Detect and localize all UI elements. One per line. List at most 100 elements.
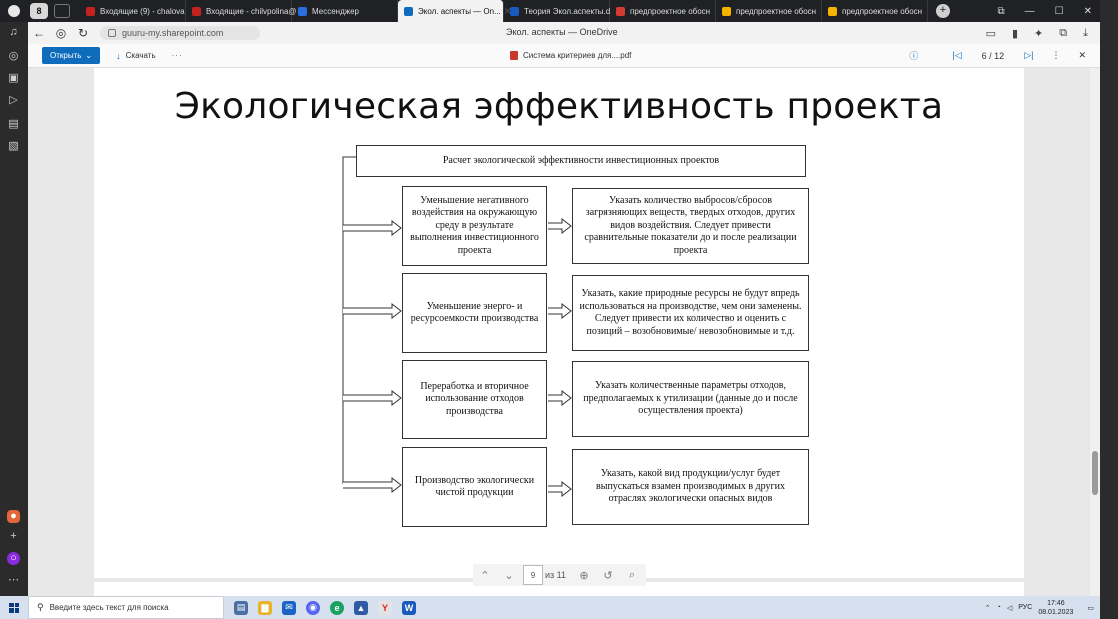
clock[interactable]: 17:46 08.01.2023 [1038, 599, 1073, 617]
tab-favicon-icon [828, 6, 837, 16]
pdf-page-nav: ⌃ ⌄ 9 из 11 ⊕ ↺ ⌕ [473, 564, 646, 586]
last-page-icon[interactable]: ▷| [1024, 50, 1034, 60]
page-down-icon[interactable]: ⌄ [504, 569, 514, 582]
network-icon[interactable]: ◔ [996, 604, 1001, 611]
extensions-icon[interactable]: ✦ [1034, 27, 1044, 40]
download-button[interactable]: ↓ Скачать [116, 51, 156, 61]
browser-tab-4[interactable]: Экол. аспекты — On...✕ [398, 0, 511, 22]
search-icon: ⚲ [37, 602, 44, 612]
browser-tab-1[interactable]: Входящие (9) - chalova [80, 0, 186, 22]
criterion-box-1: Уменьшение негативного воздействия на ок… [402, 186, 547, 266]
page-number-input[interactable]: 9 [523, 565, 543, 585]
close-viewer-button[interactable]: ✕ [1078, 50, 1086, 60]
play-icon[interactable]: ▷ [9, 94, 18, 106]
edge-icon[interactable]: e [330, 600, 344, 615]
guidance-box-1: Указать количество выбросов/сбросов загр… [572, 188, 809, 264]
browser-tab-5[interactable]: Теория Экол.аспекты.d [504, 0, 610, 22]
browser-tab-6[interactable]: предпроектное обосн [610, 0, 716, 22]
bell-icon[interactable]: ♫ [9, 26, 18, 38]
tab-favicon-icon [298, 6, 307, 16]
address-bar: ← ◎ ↻ guuru-my.sharepoint.com Экол. аспе… [28, 22, 1100, 44]
tab-counter[interactable]: 8 [30, 3, 48, 19]
tray-chevron-icon[interactable]: ⌃ [984, 604, 991, 612]
back-button[interactable]: ← [33, 26, 45, 40]
language-indicator[interactable]: РУС [1018, 604, 1033, 611]
scrollbar[interactable] [1090, 68, 1100, 596]
refresh-button[interactable]: ↻ [77, 26, 89, 40]
app-icon[interactable]: ● [7, 510, 20, 523]
first-page-icon[interactable]: |◁ [952, 50, 962, 60]
collections-icon[interactable]: ⧉ [997, 5, 1005, 17]
bookmark-icon[interactable]: ▮ [1011, 27, 1019, 40]
tab-title: предпроектное обосн [630, 6, 711, 16]
page-title: Экол. аспекты — OneDrive [506, 27, 618, 37]
maximize-button[interactable]: ☐ [1054, 5, 1064, 17]
guidance-box-2: Указать, какие природные ресурсы не буду… [572, 275, 809, 351]
slide-title: Экологическая эффективность проекта [174, 86, 944, 127]
notifications-icon[interactable]: ▭ [1087, 604, 1094, 612]
mail-icon[interactable]: ✉ [282, 600, 296, 615]
tab-favicon-icon [192, 6, 201, 16]
share-icon[interactable]: ⧉ [1059, 26, 1068, 39]
lock-icon [108, 29, 116, 37]
browser-tab-7[interactable]: предпроектное обосн [716, 0, 822, 22]
download-icon[interactable]: ⤓ [1083, 26, 1088, 39]
search-icon[interactable]: ⌕ [628, 568, 636, 581]
close-tab-icon[interactable]: ✕ [503, 5, 512, 16]
clipboard-icon[interactable]: ▤ [8, 118, 19, 130]
volume-icon[interactable]: ◁ [1006, 604, 1013, 612]
file-explorer-icon[interactable]: ▆ [258, 600, 272, 615]
close-window-button[interactable]: ✕ [1083, 5, 1092, 17]
browser-tab-3[interactable]: Мессенджер [292, 0, 398, 22]
page-up-icon[interactable]: ⌃ [480, 569, 490, 582]
diagram-header-box: Расчет экологической эффективности инвес… [356, 145, 806, 177]
guidance-box-4: Указать, какой вид продукции/услуг будет… [572, 449, 809, 525]
tab-title: предпроектное обосн [842, 6, 923, 16]
open-label: Открыть [50, 51, 82, 60]
tab-actions-icon[interactable] [54, 4, 70, 18]
chat-icon[interactable]: ◎ [8, 50, 19, 62]
download-label: Скачать [125, 51, 156, 60]
taskbar-search-placeholder: Введите здесь текст для поиска [49, 603, 169, 612]
tab-title: предпроектное обосн [736, 6, 817, 16]
windows-taskbar: ⚲ Введите здесь текст для поиска ▤ ▆ ✉ ◉… [0, 596, 1100, 619]
reader-icon[interactable]: ◎ [55, 26, 67, 40]
info-icon[interactable]: ⓘ [909, 51, 919, 61]
scrollbar-thumb[interactable] [1092, 451, 1098, 495]
windows-logo-icon [9, 602, 19, 613]
alice-icon[interactable]: ○ [7, 552, 20, 565]
more-icon[interactable]: ⋯ [8, 574, 19, 586]
new-tab-button[interactable]: + [936, 4, 950, 18]
tab-title: Входящие (9) - chalova [100, 6, 185, 16]
rotate-icon[interactable]: ↺ [603, 569, 613, 582]
tab-favicon-icon [86, 6, 95, 16]
guidance-box-3: Указать количественные параметры отходов… [572, 361, 809, 437]
browser-tab-8[interactable]: предпроектное обосн [822, 0, 928, 22]
download-arrow-icon: ↓ [116, 50, 121, 61]
word-icon[interactable]: W [402, 600, 416, 615]
yandex-browser-icon[interactable]: Y [378, 600, 392, 615]
add-icon[interactable]: + [10, 530, 17, 542]
tab-favicon-icon [404, 6, 413, 16]
start-button[interactable] [0, 596, 28, 619]
profile-icon[interactable] [0, 0, 28, 22]
reader-mode-icon[interactable]: ▭ [985, 27, 996, 40]
task-view-icon[interactable]: ▤ [234, 600, 248, 615]
overflow-icon[interactable]: ⋮ [1051, 50, 1061, 60]
gallery-icon[interactable]: ▧ [8, 140, 19, 152]
pdf-icon [510, 51, 518, 60]
zoom-in-icon[interactable]: ⊕ [579, 569, 589, 582]
clock-time: 17:46 [1047, 599, 1065, 607]
wallet-icon[interactable]: ▣ [8, 72, 19, 84]
taskbar-search[interactable]: ⚲ Введите здесь текст для поиска [28, 596, 224, 619]
more-options-button[interactable]: ··· [171, 51, 183, 60]
photos-icon[interactable]: ▲ [354, 600, 368, 615]
chevron-down-icon: ⌄ [85, 51, 93, 60]
url-field[interactable]: guuru-my.sharepoint.com [100, 26, 260, 40]
open-button[interactable]: Открыть ⌄ [42, 47, 101, 64]
browser-tab-2[interactable]: Входящие - chilvpolina@ [186, 0, 297, 22]
discord-icon[interactable]: ◉ [306, 600, 320, 615]
minimize-button[interactable]: — [1024, 5, 1035, 17]
tab-favicon-icon [616, 6, 625, 16]
